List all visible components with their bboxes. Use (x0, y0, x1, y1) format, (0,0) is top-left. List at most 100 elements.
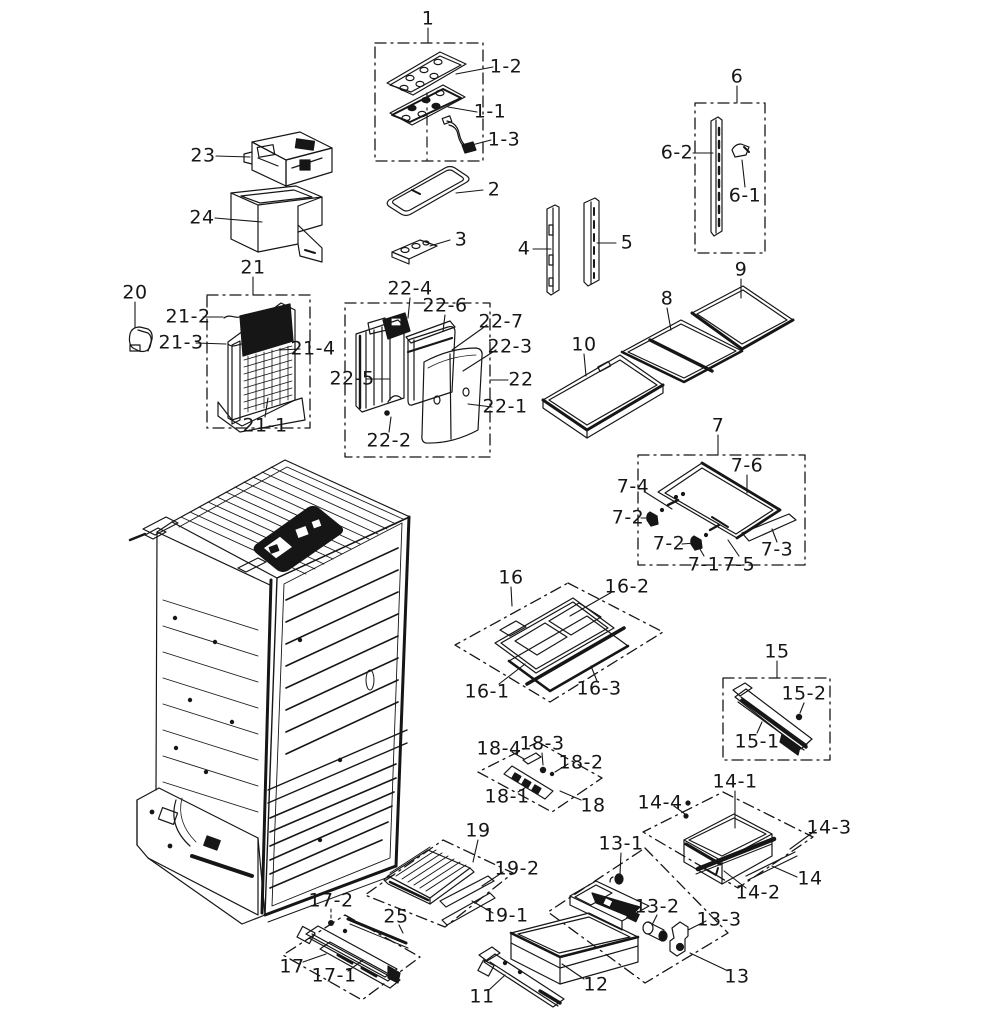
part-label-13-2: 13-2 (634, 895, 680, 918)
part-label-2: 2 (487, 178, 501, 201)
part-label-14-4: 14-4 (637, 791, 683, 814)
part-11-rail (477, 946, 565, 1008)
cabinet-left-wall (155, 521, 271, 813)
part-label-1-3: 1-3 (487, 128, 521, 151)
part-22-7-panel (406, 325, 456, 406)
part-12-drawer (509, 912, 640, 985)
part-label-21-2: 21-2 (165, 305, 211, 328)
part-1-2-plate (386, 51, 467, 96)
part-label-19: 19 (465, 819, 491, 842)
part-19-tray (383, 846, 496, 926)
part-1-3-harness (441, 115, 477, 154)
part-label-19-2: 19-2 (494, 857, 540, 880)
part-18-3-screw (539, 766, 547, 774)
part-label-5: 5 (620, 231, 634, 254)
cabinet-interior (260, 515, 411, 916)
cabinet-body (128, 459, 411, 925)
part-21-evap-cover (217, 302, 306, 433)
part-label-6-2: 6-2 (660, 141, 694, 164)
part-label-7-5: 7-5 (722, 553, 756, 576)
part-16-2-upper-tray (494, 597, 615, 674)
part-label-7-3: 7-3 (760, 538, 794, 561)
part-5-rail (583, 197, 600, 287)
part-label-14-3: 14-3 (806, 816, 852, 839)
part-label-7: 7 (711, 414, 725, 437)
cabinet-base (136, 787, 398, 925)
part-14-slide-strip (695, 836, 777, 875)
part-label-13-3: 13-3 (696, 908, 742, 931)
part-7-2-clip-a (646, 498, 680, 527)
part-label-21: 21 (240, 256, 266, 279)
part-14-1-drawer (683, 813, 773, 885)
part-label-23: 23 (190, 144, 216, 167)
part-label-22: 22 (508, 368, 534, 391)
part-label-14-2: 14-2 (735, 881, 781, 904)
part-label-18-3: 18-3 (519, 732, 565, 755)
part-8-shelf (620, 319, 744, 384)
part-label-12: 12 (583, 973, 609, 996)
part-label-16-2: 16-2 (604, 575, 650, 598)
part-label-14-1: 14-1 (712, 770, 758, 793)
part-9-shelf (690, 285, 795, 351)
part-label-17-1: 17-1 (311, 964, 357, 987)
part-13-2-cylinder (642, 921, 668, 942)
part-label-15-1: 15-1 (734, 730, 780, 753)
part-19-2-strip (439, 875, 495, 908)
leader-lines (134, 27, 817, 991)
part-label-1-2: 1-2 (489, 55, 523, 78)
part-label-9: 9 (734, 258, 748, 281)
part-label-22-3: 22-3 (487, 335, 533, 358)
part-22-5-panel (355, 319, 405, 413)
part-4-rail (546, 204, 560, 296)
part-label-22-7: 22-7 (478, 310, 524, 333)
part-label-21-1: 21-1 (242, 414, 288, 437)
part-label-3: 3 (454, 228, 468, 251)
part-13-assy (569, 873, 689, 957)
part-label-16-3: 16-3 (576, 677, 622, 700)
part-label-18-2: 18-2 (558, 751, 604, 774)
part-13-1-screw (609, 873, 624, 885)
part-label-7-2b: 7-2 (652, 532, 686, 555)
part-10-shelf (541, 354, 665, 439)
part-label-22-4: 22-4 (387, 277, 433, 300)
part-label-18-4: 18-4 (476, 737, 522, 760)
part-15-rail (732, 682, 813, 756)
part-6-2-rail (710, 116, 723, 237)
part-label-18: 18 (580, 794, 606, 817)
part-7-2-clip-b (690, 523, 721, 551)
part-20-damper (128, 326, 153, 353)
part-label-16-1: 16-1 (464, 680, 510, 703)
part-16-trays (494, 597, 630, 693)
part-18-panel (503, 752, 555, 800)
part-label-10: 10 (571, 333, 597, 356)
part-6-1-clip (731, 143, 750, 158)
part-7-shelf (646, 461, 797, 551)
part-label-21-4: 21-4 (290, 337, 336, 360)
part-label-7-2a: 7-2 (611, 506, 645, 529)
part-24-bin (230, 185, 323, 263)
part-17-2-screw (328, 919, 335, 926)
part-label-20: 20 (122, 281, 148, 304)
part-23-icemaker (243, 131, 333, 187)
part-18-2-pin (549, 771, 555, 777)
part-14-2-front-trim (699, 865, 719, 876)
part-label-15: 15 (764, 640, 790, 663)
part-label-13: 13 (724, 965, 750, 988)
part-label-22-6: 22-6 (422, 294, 468, 317)
part-18-4-slot (522, 752, 542, 765)
part-label-6-1: 6-1 (728, 184, 762, 207)
part-22-duct-assy (355, 312, 483, 444)
part-17-1-slide (319, 941, 401, 989)
part-16-1-lower-tray (507, 615, 630, 693)
part-label-1-1: 1-1 (473, 100, 507, 123)
part-label-7-6: 7-6 (730, 454, 764, 477)
part-label-18-1: 18-1 (484, 785, 530, 808)
part-label-14: 14 (797, 867, 823, 890)
part-15-2-screw (795, 713, 803, 721)
part-22-2-screw (384, 395, 402, 416)
part-label-22-1: 22-1 (482, 395, 528, 418)
part-17-rail (296, 919, 401, 989)
part-label-6: 6 (730, 65, 744, 88)
part-22-6-bar (405, 320, 456, 344)
